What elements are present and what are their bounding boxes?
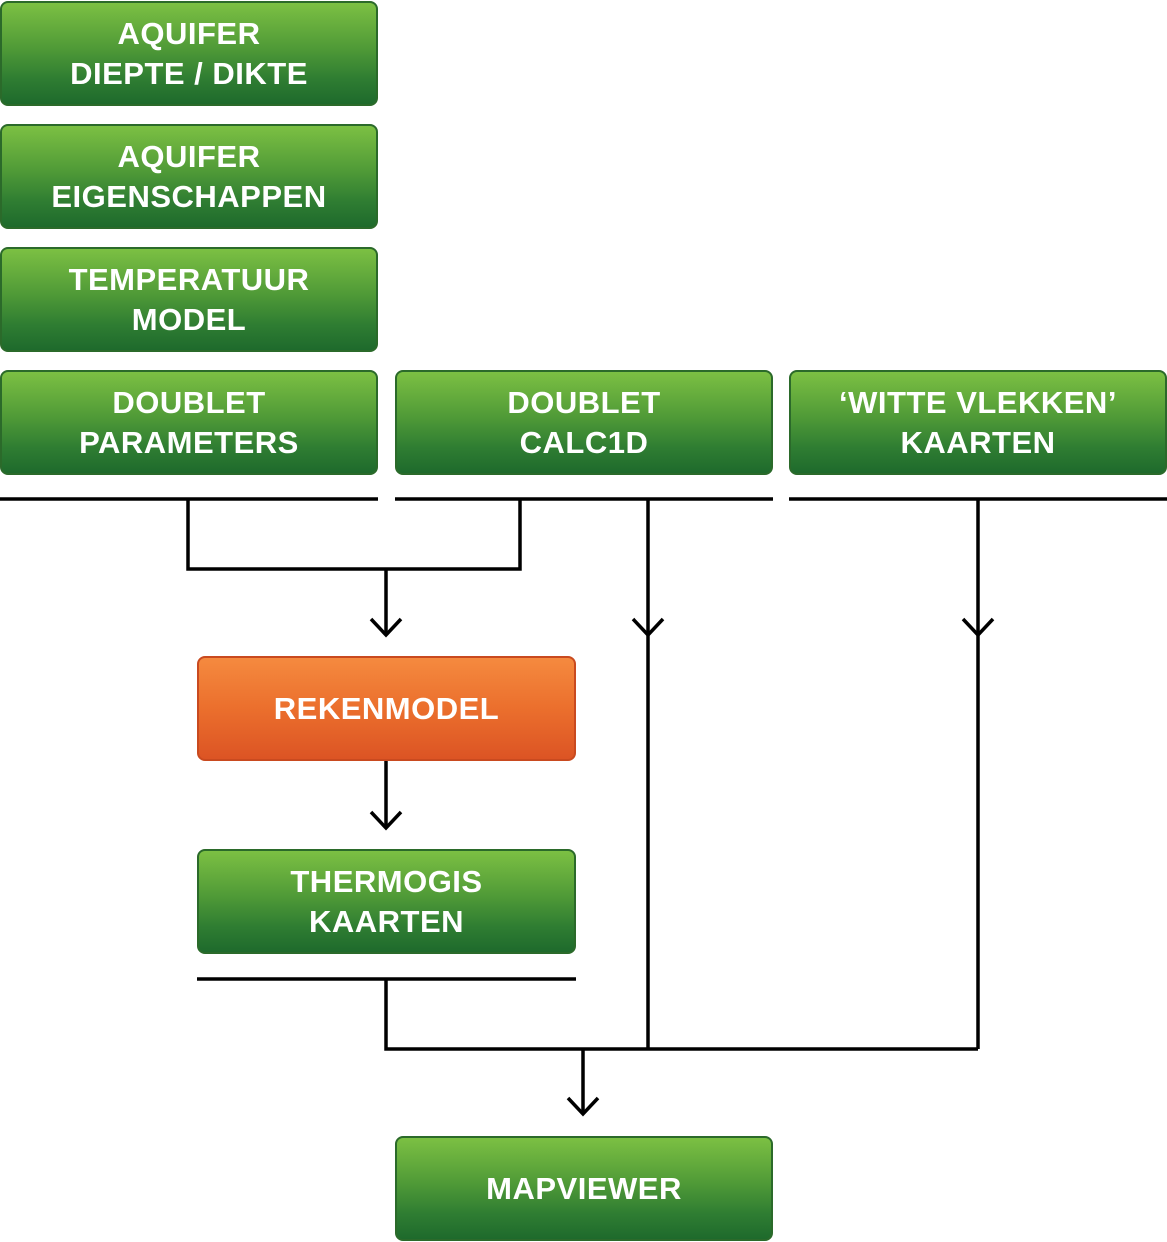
- connector-to-rekenmodel: [186, 499, 522, 571]
- box-label-line1: THERMOGIS: [290, 863, 483, 899]
- box-aquifer-eigenschappen: AQUIFER EIGENSCHAPPEN: [0, 124, 378, 229]
- box-label-line1: AQUIFER: [117, 15, 261, 51]
- box-label-line2: KAARTEN: [308, 903, 465, 939]
- box-label-line1: ‘WITTE VLEKKEN’: [839, 384, 1117, 420]
- box-rekenmodel: REKENMODEL: [197, 656, 576, 761]
- box-temperatuur-model: TEMPERATUUR MODEL: [0, 247, 378, 352]
- box-mapviewer: MAPVIEWER: [395, 1136, 773, 1241]
- box-label-line2: EIGENSCHAPPEN: [51, 178, 327, 214]
- box-label-line2: DIEPTE / DIKTE: [70, 55, 308, 91]
- box-doublet-parameters: DOUBLET PARAMETERS: [0, 370, 378, 475]
- box-label-line1: DOUBLET: [507, 384, 661, 420]
- box-label-line2: KAARTEN: [900, 424, 1056, 460]
- box-label-line1: REKENMODEL: [273, 690, 500, 726]
- box-label-line1: DOUBLET: [112, 384, 266, 420]
- box-label-line2: MODEL: [131, 301, 247, 337]
- arrowhead-calc1d: [631, 617, 665, 638]
- arrowhead-rekenmodel: [369, 617, 403, 638]
- arrowhead-thermogis: [369, 810, 403, 831]
- arrowhead-witte-vlekken: [961, 617, 995, 638]
- box-thermogis-kaarten: THERMOGIS KAARTEN: [197, 849, 576, 954]
- box-label-line1: TEMPERATUUR: [68, 261, 310, 297]
- box-witte-vlekken-kaarten: ‘WITTE VLEKKEN’ KAARTEN: [789, 370, 1167, 475]
- connector-bottom-merge: [384, 979, 978, 1051]
- box-doublet-calc1d: DOUBLET CALC1D: [395, 370, 773, 475]
- box-label-line2: PARAMETERS: [79, 424, 299, 460]
- box-label-line1: MAPVIEWER: [486, 1170, 682, 1206]
- box-aquifer-diepte-dikte: AQUIFER DIEPTE / DIKTE: [0, 1, 378, 106]
- box-label-line1: AQUIFER: [117, 138, 261, 174]
- box-label-line2: CALC1D: [519, 424, 649, 460]
- arrowhead-mapviewer: [566, 1096, 600, 1117]
